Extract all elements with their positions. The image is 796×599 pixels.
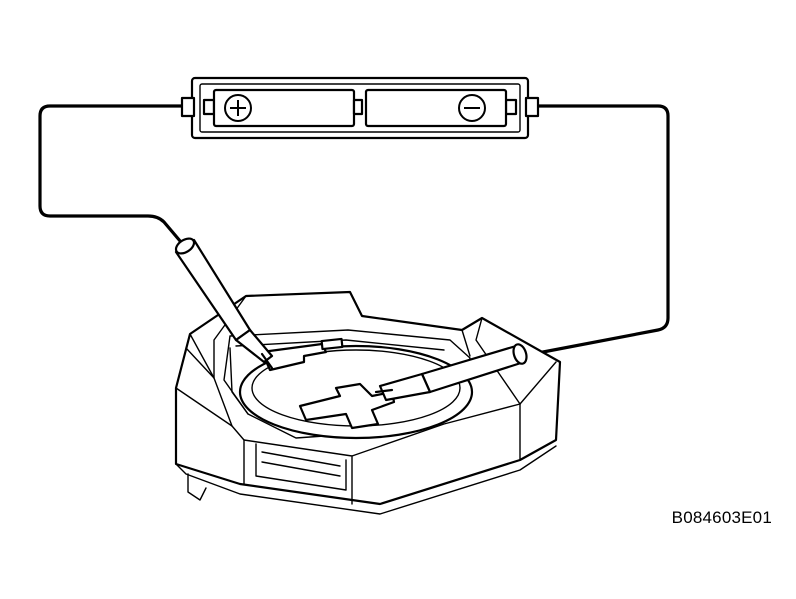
coin-cell [238, 337, 474, 440]
battery-pack [180, 76, 540, 140]
reference-code: B084603E01 [671, 508, 772, 527]
right-test-probe [374, 343, 528, 402]
battery-cell-right [364, 88, 508, 128]
left-test-probe [174, 237, 274, 370]
minus-symbol-icon [458, 94, 486, 122]
right-wire [520, 104, 670, 358]
plus-symbol-icon [224, 94, 252, 122]
left-wire [38, 104, 188, 250]
contact-tab [298, 382, 396, 430]
